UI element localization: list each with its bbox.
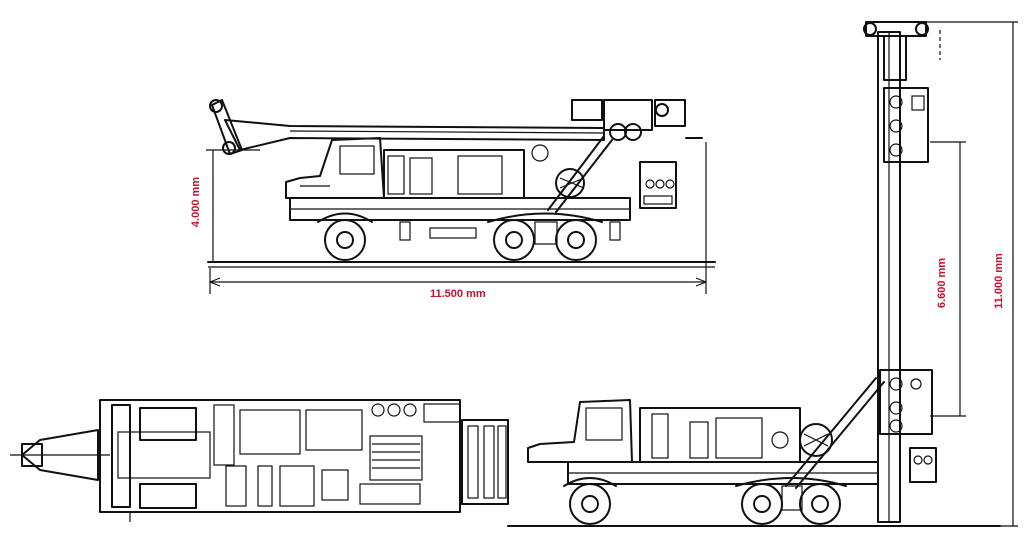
plan-view: [10, 399, 509, 522]
control-panel: [639, 161, 677, 209]
wheel-mid-top: [493, 219, 535, 261]
height-dimension-label: 4.000 mm: [190, 176, 202, 228]
rotary-head-upper: [883, 87, 929, 163]
folded-mast: [224, 119, 605, 151]
wheel-rear-bottom: [799, 483, 841, 525]
working-cab: [527, 399, 633, 463]
working-side-view: [507, 21, 1018, 527]
wheel-rear-top: [555, 219, 597, 261]
working-equipment-body: [639, 407, 801, 463]
truck-cab: [285, 137, 385, 199]
rotary-head-lower: [879, 369, 933, 435]
transport-side-view: [206, 99, 716, 294]
length-dimension-label: 11.500 mm: [430, 288, 486, 300]
plan-rear-panel: [461, 419, 509, 505]
mast-total-height-label: 11.000 mm: [993, 253, 1005, 309]
equipment-body: [383, 149, 525, 199]
plan-chassis-outline: [99, 399, 461, 513]
wheel-mid-bottom: [741, 483, 783, 525]
wheel-front-bottom: [569, 483, 611, 525]
wheel-front-top: [324, 219, 366, 261]
mast-working-height-label: 6.600 mm: [936, 257, 948, 309]
